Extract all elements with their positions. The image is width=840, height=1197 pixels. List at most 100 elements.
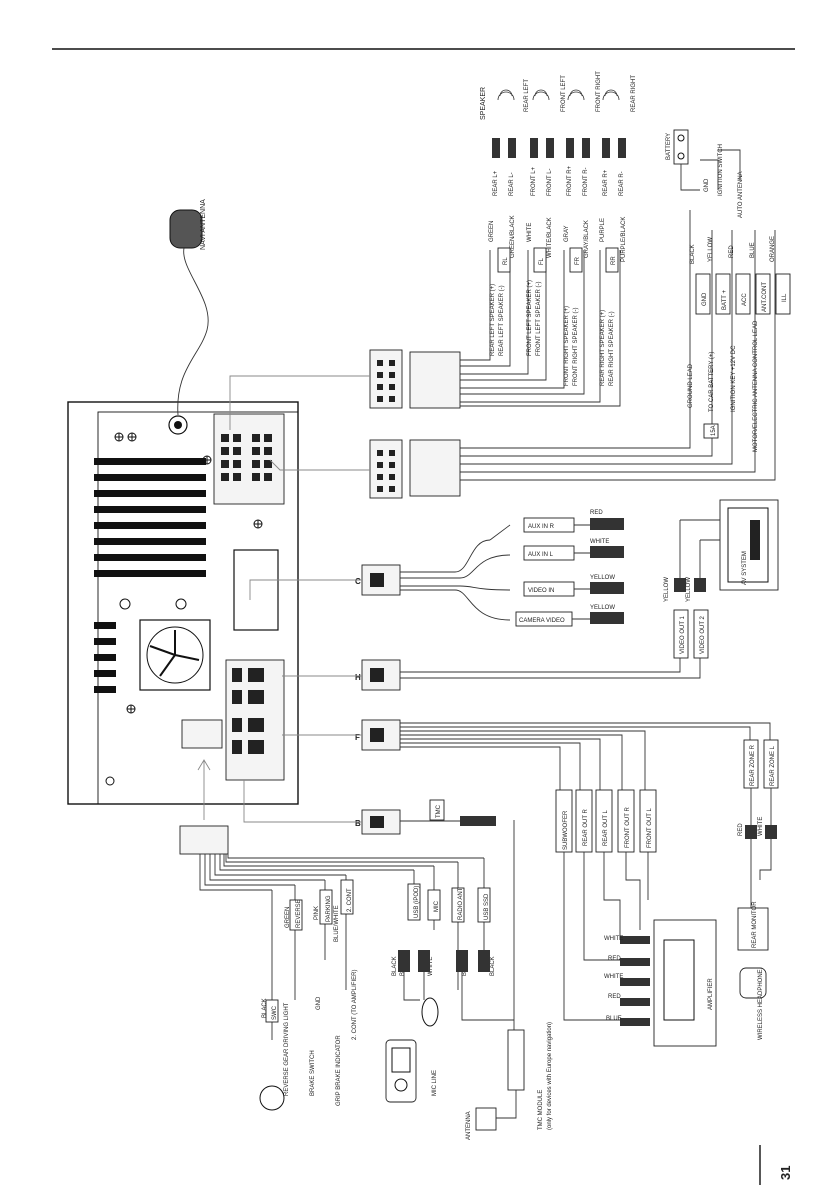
front-r-plus: FRONT R+ xyxy=(567,165,573,196)
rear-r-plus: REAR R+ xyxy=(603,169,609,196)
svg-text:RR: RR xyxy=(611,256,617,265)
svg-text:RL: RL xyxy=(503,257,509,265)
ant-cont-tag xyxy=(755,273,771,315)
arrow-up xyxy=(197,759,211,820)
connector-c: C xyxy=(355,524,511,621)
grip-brake-label: GRIP BRAKE INDICATOR xyxy=(336,1035,342,1106)
video-out-1-color: YELLOW xyxy=(664,577,670,602)
usb-ssd-tag xyxy=(477,887,491,923)
svg-text:FR: FR xyxy=(575,256,581,265)
video-out-2-tag xyxy=(693,609,709,659)
tmc-tag: TMC xyxy=(436,804,442,818)
video-out-1-tag xyxy=(673,609,689,659)
aux-r-color: RED xyxy=(590,510,603,516)
zone-l-color: WHITE xyxy=(758,817,764,836)
battery-icon xyxy=(673,129,689,165)
amplifier: AMPLIFIER xyxy=(653,919,717,1047)
wire-white-black: WHITE/BLACK xyxy=(547,217,553,258)
wire-purple-black: PURPLE/BLACK xyxy=(621,217,627,262)
brake-switch-label: BRAKE SWITCH xyxy=(310,1050,316,1096)
rr-minus-lead: REAR RIGHT SPEAKER (-) xyxy=(609,311,615,386)
aux-l-color: WHITE xyxy=(590,539,609,545)
connector-h: H xyxy=(355,658,701,691)
batt-tag xyxy=(715,273,731,315)
svg-text:RADIO ANT: RADIO ANT xyxy=(458,887,464,920)
svg-text:VIDEO OUT 1: VIDEO OUT 1 xyxy=(680,615,686,654)
amp-red-1: RED xyxy=(608,956,621,962)
speaker-icons xyxy=(497,89,620,101)
svg-text:H: H xyxy=(355,673,361,682)
iso-connector-bottom xyxy=(369,439,461,499)
video-out-2-color: YELLOW xyxy=(686,577,692,602)
amp-white-1: WHITE xyxy=(604,936,623,942)
fr-tag xyxy=(569,247,583,273)
wire-orange: ORANGE xyxy=(770,236,776,262)
amp-rca-plugs xyxy=(620,936,650,1026)
svg-text:SWC: SWC xyxy=(272,1005,278,1020)
svg-text:FRONT OUT L: FRONT OUT L xyxy=(647,808,653,848)
antenna-label: ANTENNA xyxy=(466,1111,472,1140)
front-l-plus: FRONT L+ xyxy=(531,166,537,196)
auto-antenna-label: AUTO ANTENNA xyxy=(738,171,744,218)
svg-text:USB (iPOD): USB (iPOD) xyxy=(414,886,420,918)
two-cont-tag xyxy=(340,879,354,915)
svg-text:GND: GND xyxy=(702,292,708,306)
wire-gray: GRAY xyxy=(564,225,570,242)
steering-wheel-icon xyxy=(259,1085,285,1111)
brake-gnd-label: GND xyxy=(316,996,322,1010)
svg-text:FL: FL xyxy=(539,257,545,265)
svg-text:C: C xyxy=(355,577,361,586)
camera-video-label: CAMERA VIDEO xyxy=(519,618,565,624)
speaker-label: SPEAKER xyxy=(480,87,487,120)
svg-text:B: B xyxy=(355,819,361,828)
mic-color: WHITE xyxy=(428,957,434,976)
iso-connector-top xyxy=(369,349,461,409)
mic-icon xyxy=(421,997,439,1027)
parking-tag xyxy=(319,889,333,925)
fan-icon xyxy=(139,619,211,691)
wire-red: RED xyxy=(729,245,735,258)
rl-plus-lead: REAR LEFT SPEAKER (+) xyxy=(490,284,496,356)
usb-ipod-tag xyxy=(407,883,421,921)
reverse-tag xyxy=(289,899,303,931)
ground-lead-label: GROUND LEAD xyxy=(688,363,694,408)
small-harness-connector xyxy=(179,825,229,855)
fr-plus-lead: FRONT RIGHT SPEAKER (+) xyxy=(564,306,570,386)
front-r-minus: FRONT R- xyxy=(583,167,589,196)
wire-blue: BLUE xyxy=(750,242,756,258)
video-in-color: YELLOW xyxy=(590,575,615,581)
fl-tag xyxy=(533,247,547,273)
svg-text:AMPLIFIER: AMPLIFIER xyxy=(708,978,714,1010)
head-unit xyxy=(67,401,299,805)
svg-text:PARKING: PARKING xyxy=(326,895,332,922)
svg-text:REAR MONITOR: REAR MONITOR xyxy=(752,901,758,948)
wire-black: BLACK xyxy=(690,244,696,264)
svg-text:REVERSE: REVERSE xyxy=(296,899,302,928)
ignition-key-label: IGNITION KEY +12V DC xyxy=(731,345,737,412)
wire-green-black: GREEN/BLACK xyxy=(510,215,516,258)
vent-slots xyxy=(94,458,206,693)
svg-text:ILL: ILL xyxy=(782,293,788,302)
fr-minus-lead: FRONT RIGHT SPEAKER (-) xyxy=(573,308,579,386)
ignition-switch-label: IGNITION SWITCH xyxy=(718,144,724,196)
svg-text:AV SYSTEM: AV SYSTEM xyxy=(742,551,748,585)
wire-white: WHITE xyxy=(527,223,533,242)
aux-rca-group: AUX IN R AUX IN L VIDEO IN CAMERA VIDEO … xyxy=(515,510,624,627)
speaker-wires xyxy=(460,250,621,407)
ipod-device xyxy=(385,1039,417,1103)
svg-text:VIDEO OUT 2: VIDEO OUT 2 xyxy=(700,615,706,654)
av-system: AV SYSTEM xyxy=(719,499,779,591)
parking-color: PINK xyxy=(314,906,320,920)
navi-antenna: NAVI ANTENNA xyxy=(169,199,209,416)
connector-b: B TMC xyxy=(355,799,496,835)
svg-text:15A: 15A xyxy=(711,425,717,436)
svg-text:ANT.CONT: ANT.CONT xyxy=(762,282,768,312)
fuse xyxy=(703,423,719,439)
rr-plus-lead: REAR RIGHT SPEAKER (+) xyxy=(600,310,606,386)
gnd-tag xyxy=(695,273,711,315)
two-cont-amp-label: 2. CONT (TO AMPLIFIER) xyxy=(352,970,358,1040)
rear-left-label: REAR LEFT xyxy=(524,79,530,112)
svg-text:BATT +: BATT + xyxy=(722,290,728,310)
usb-ssd-color: BLACK xyxy=(490,956,496,976)
